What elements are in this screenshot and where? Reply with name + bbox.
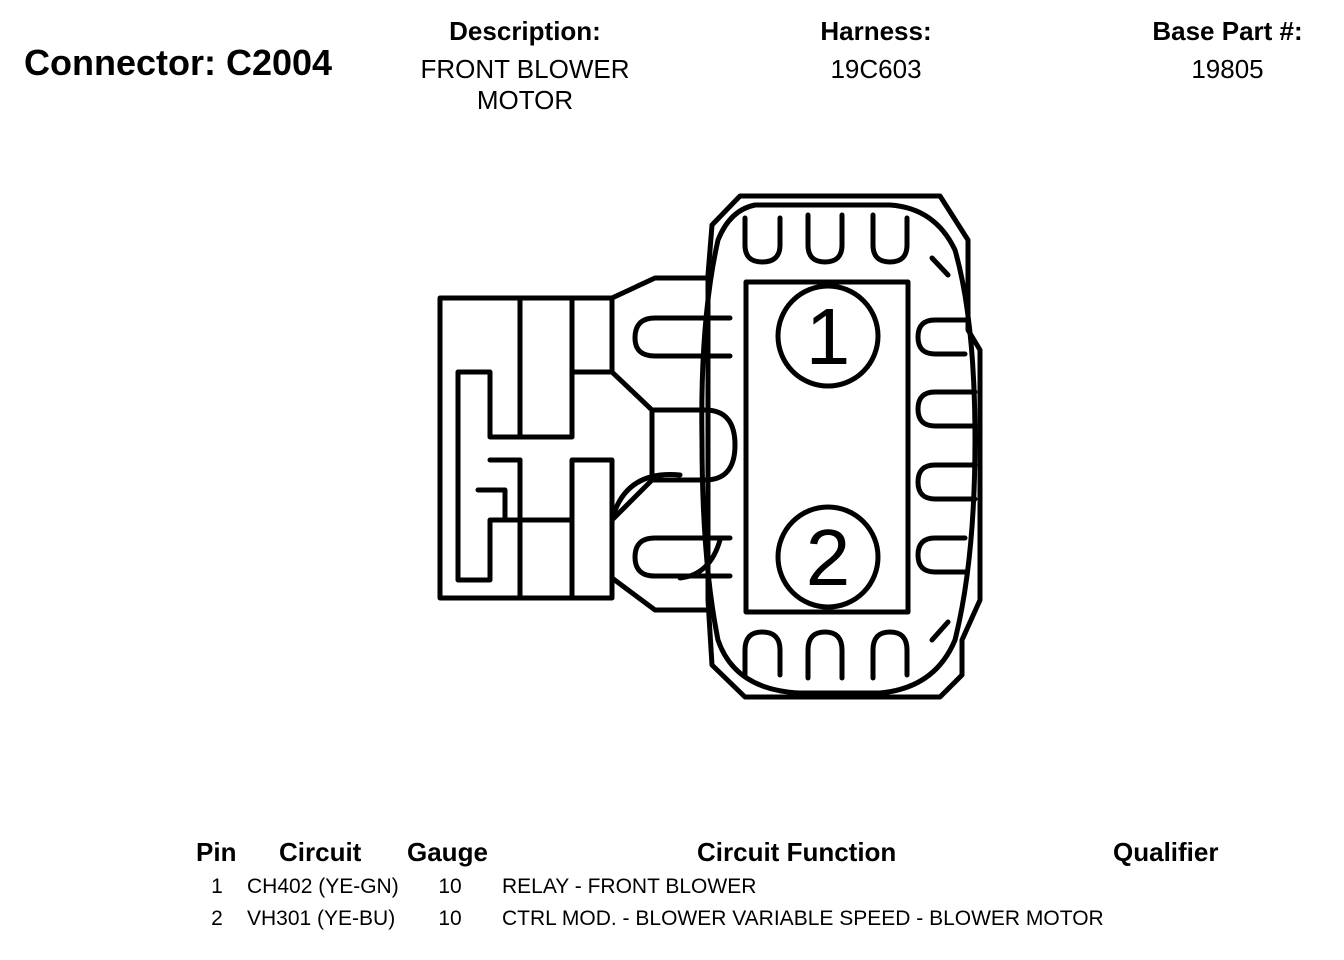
column-header-pin: Pin	[196, 837, 237, 867]
guide-line	[609, 477, 655, 523]
pin-1-label: 1	[806, 292, 851, 381]
pin-2-circle	[775, 504, 881, 610]
guide-arc	[609, 472, 683, 523]
right-cavity	[915, 462, 978, 502]
row-gauge: 10	[438, 875, 462, 898]
row-function: RELAY - FRONT BLOWER	[502, 875, 757, 898]
pin-1-circle	[775, 283, 881, 389]
guide-line	[609, 275, 711, 301]
row-gauge: 10	[438, 907, 462, 930]
guide-arc	[677, 537, 723, 581]
top-cavity	[742, 215, 783, 265]
seal-tab-bottom	[929, 619, 951, 643]
left-cavity	[632, 315, 733, 359]
harness-value: 19C603	[830, 54, 922, 84]
connector-housing-outline	[705, 193, 983, 700]
column-header-circuit: Circuit	[279, 837, 362, 867]
terminal-window	[743, 279, 911, 615]
guide-line	[609, 575, 711, 613]
harness-label: Harness:	[820, 16, 932, 46]
guide-line	[609, 369, 655, 413]
right-cavity	[915, 389, 978, 429]
pin-2-label: 2	[806, 513, 851, 602]
base-part-label: Base Part #:	[1152, 16, 1303, 46]
row-pin: 2	[211, 907, 223, 930]
right-cavity	[915, 317, 968, 357]
column-header-gauge: Gauge	[407, 837, 488, 867]
top-cavity	[805, 212, 845, 265]
connector-title: Connector: C2004	[24, 42, 333, 83]
description-value: FRONT BLOWER MOTOR	[420, 54, 630, 115]
row-circuit: CH402 (YE-GN)	[247, 875, 399, 898]
bottom-cavity	[870, 629, 910, 681]
latch-nub	[649, 407, 738, 483]
column-header-circuit-function: Circuit Function	[697, 837, 897, 867]
lock-bracket	[437, 295, 615, 601]
seal-tab-top	[929, 255, 951, 278]
row-function: CTRL MOD. - BLOWER VARIABLE SPEED - BLOW…	[502, 907, 1104, 930]
column-header-qualifier: Qualifier	[1113, 837, 1219, 867]
bottom-cavity	[805, 629, 845, 681]
connector-seal-outline	[699, 202, 978, 696]
row-pin: 1	[211, 875, 223, 898]
description-label: Description:	[449, 16, 601, 46]
row-circuit: VH301 (YE-BU)	[247, 907, 396, 930]
right-cavity	[915, 535, 968, 575]
top-cavity	[870, 212, 910, 265]
left-cavity	[632, 535, 733, 579]
lock-bracket-step	[475, 487, 508, 523]
bottom-cavity	[742, 629, 783, 678]
base-part-value: 19805	[1191, 54, 1264, 84]
